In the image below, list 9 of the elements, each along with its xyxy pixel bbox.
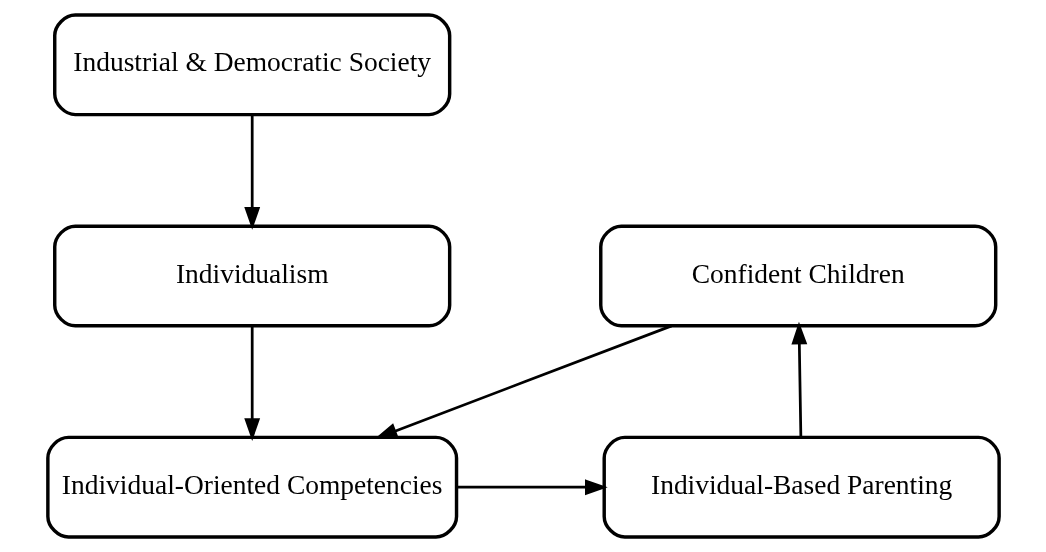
node-box: Individual-Oriented Competencies [45, 435, 458, 539]
arrow [456, 479, 608, 496]
node-box: Confident Children [598, 224, 997, 328]
arrow [243, 325, 260, 441]
node-box: Individualism [52, 224, 451, 328]
arrow [790, 321, 807, 437]
arrow [243, 114, 260, 230]
node-box: Industrial & Democratic Society [52, 13, 451, 117]
node-box: Individual-Based Parenting [602, 435, 1001, 539]
